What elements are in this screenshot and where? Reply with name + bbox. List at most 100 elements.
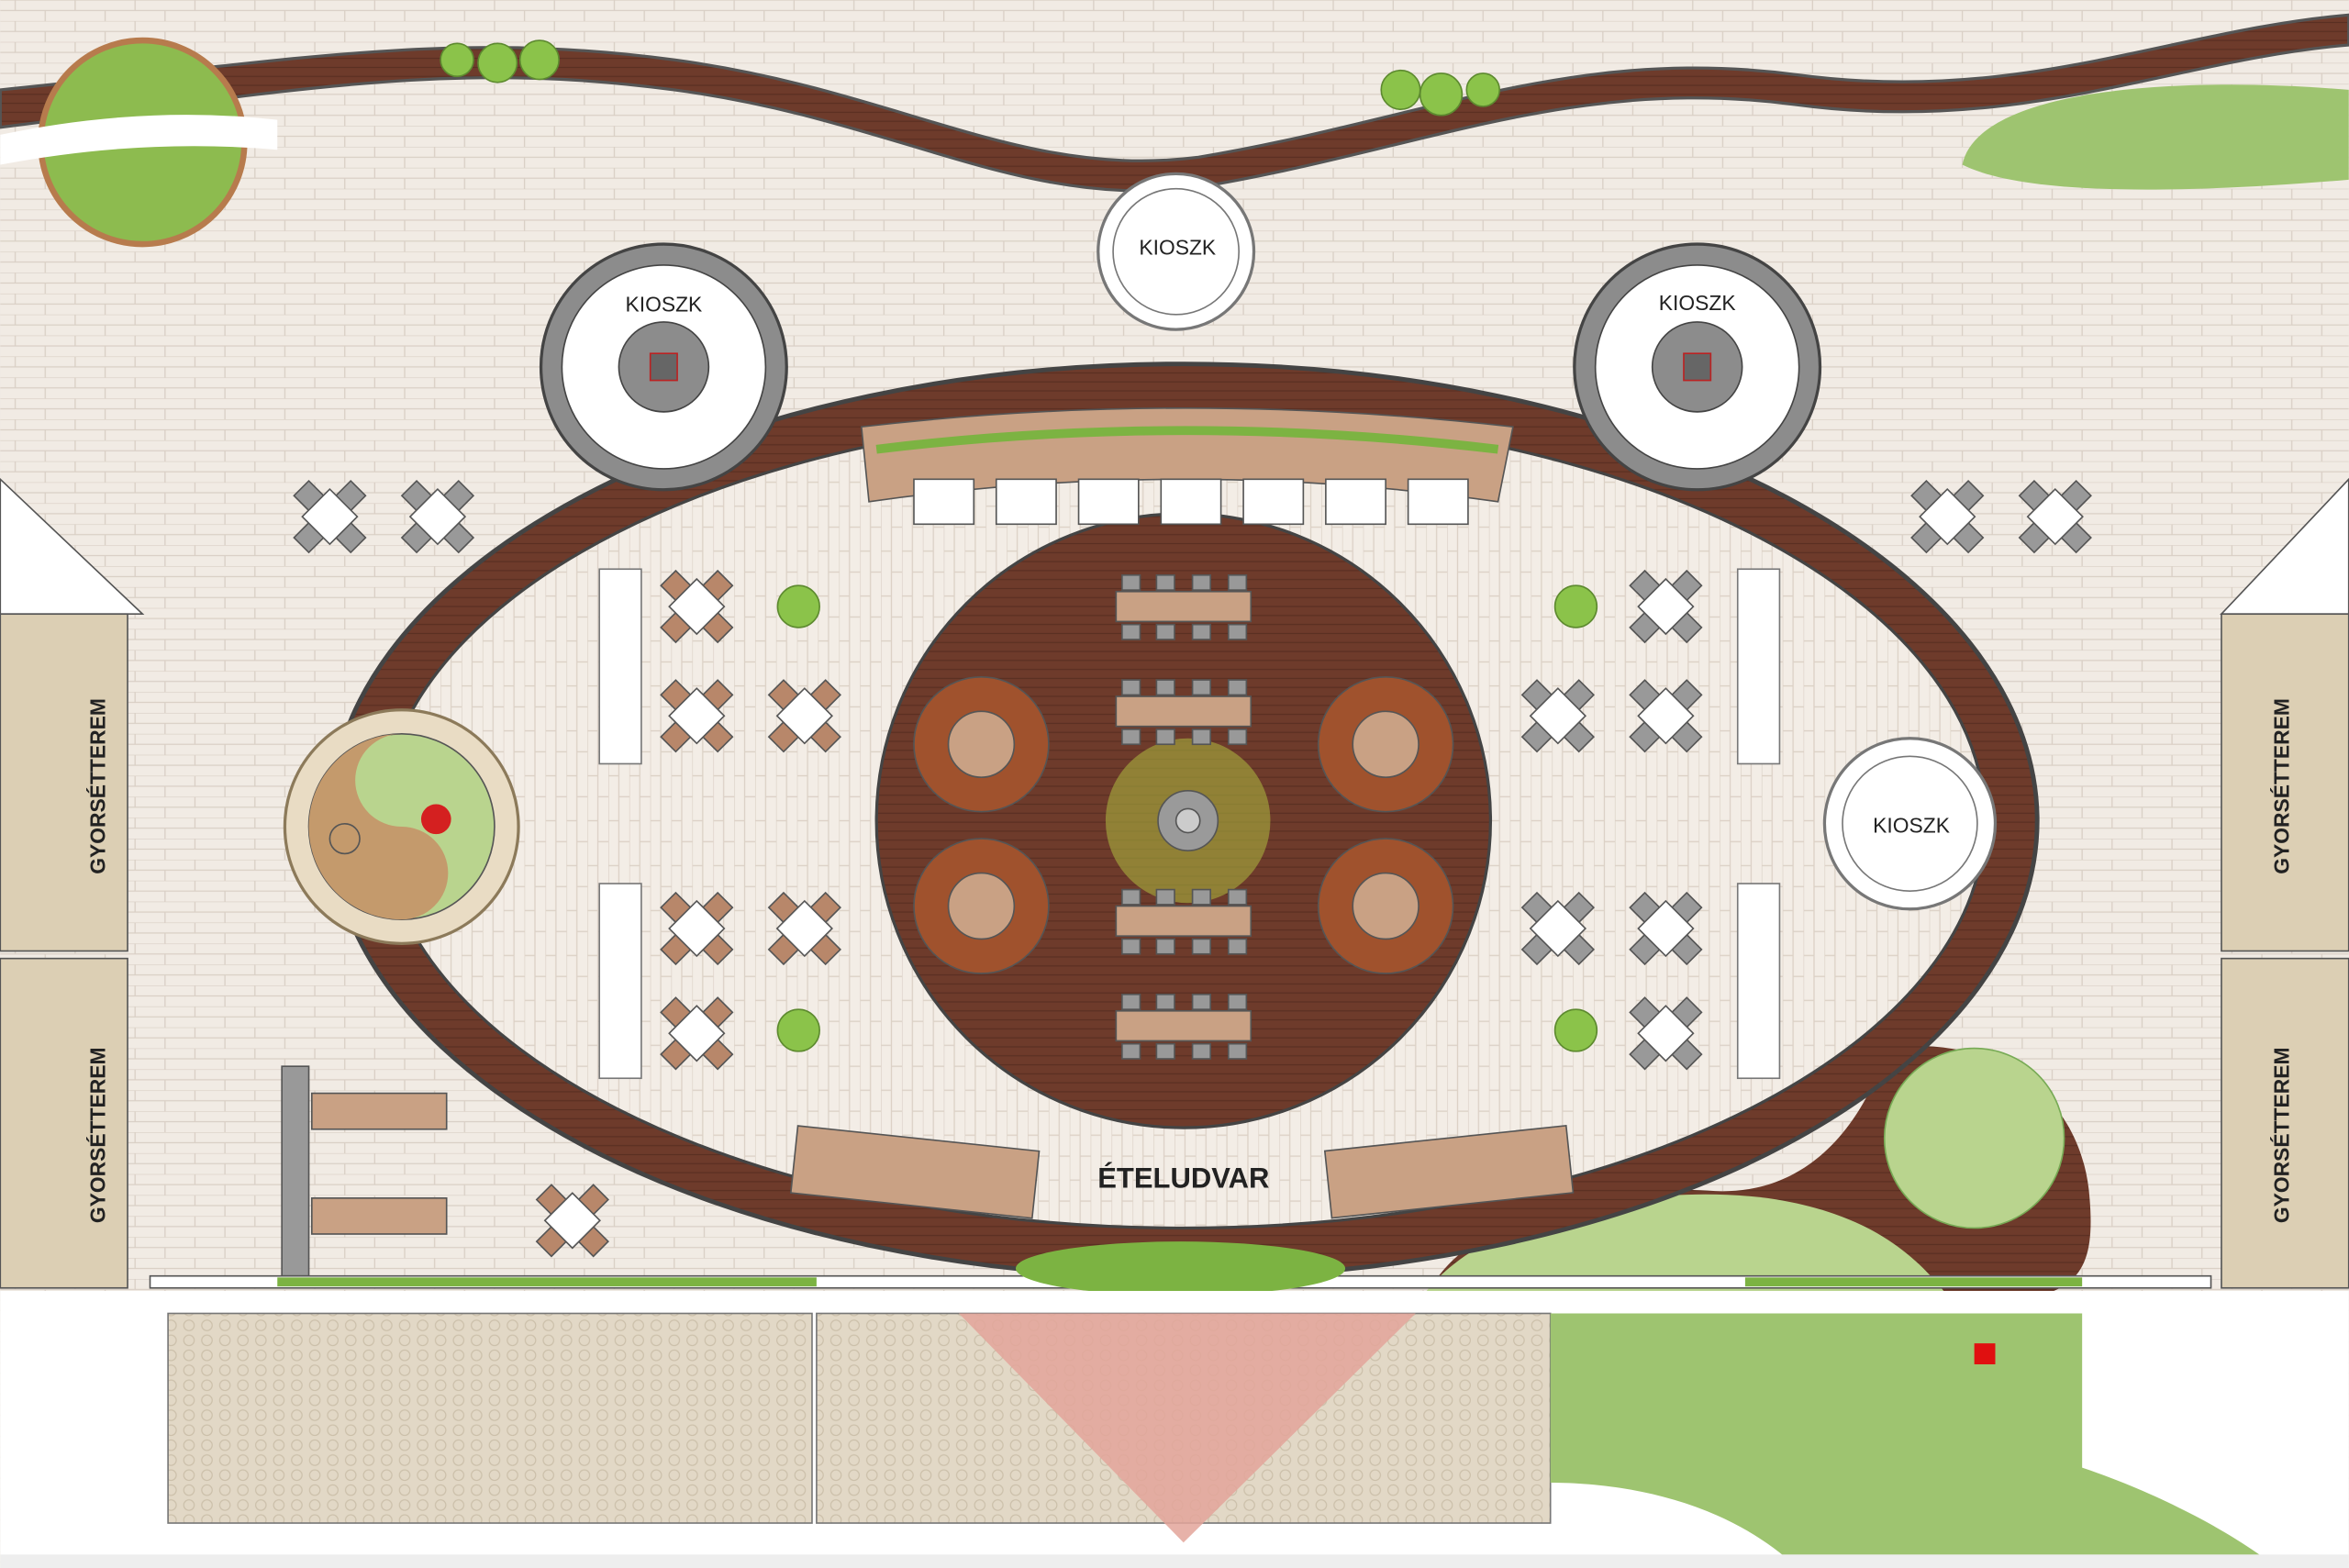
chair	[1191, 994, 1211, 1010]
long-table	[310, 1092, 448, 1130]
chair	[1227, 728, 1248, 746]
chair	[1121, 938, 1141, 955]
building-left	[0, 477, 145, 1289]
chair	[1227, 938, 1248, 955]
chair	[1227, 994, 1248, 1010]
chair	[1155, 994, 1175, 1010]
shrub	[776, 584, 820, 628]
kiosk-left	[539, 242, 788, 492]
restaurant-label: GYORSÉTTEREM	[86, 698, 110, 874]
garden-top-right	[1962, 84, 2349, 190]
chair	[1191, 623, 1211, 640]
bench	[598, 568, 642, 765]
lawn-circle	[1883, 1047, 2065, 1229]
chair	[1121, 623, 1141, 640]
long-table	[1115, 695, 1252, 728]
table-square	[668, 687, 726, 745]
booth-table	[1352, 710, 1419, 778]
bar-seat	[995, 478, 1057, 526]
long-table	[310, 1197, 448, 1235]
table-square	[2026, 487, 2084, 546]
bar-seat	[913, 478, 975, 526]
yin-yang-garden	[283, 708, 520, 945]
kiosk-oval-right	[1822, 737, 1998, 911]
food-court-label: ÉTELUDVAR	[1097, 1162, 1269, 1194]
chair	[1227, 573, 1248, 591]
kiosk-label: KIOSZK	[1873, 814, 1950, 838]
chair	[1121, 888, 1141, 906]
long-table	[1115, 905, 1252, 937]
table-square	[1637, 577, 1695, 636]
counter-left	[789, 1125, 1041, 1219]
bench	[1736, 568, 1781, 765]
chair	[1121, 573, 1141, 591]
shrubs	[440, 39, 1501, 117]
bench	[1736, 883, 1781, 1080]
kiosk-label: KIOSZK	[1139, 235, 1216, 259]
table-square	[668, 899, 726, 958]
chair	[1227, 623, 1248, 640]
bar-seat	[1407, 478, 1469, 526]
bar-seat	[1160, 478, 1222, 526]
booth-table	[1352, 872, 1419, 940]
table-square	[1919, 487, 1976, 546]
terrace-left	[167, 1312, 813, 1524]
chair	[1155, 1042, 1175, 1060]
kiosk-label: KIOSZK	[1659, 291, 1736, 315]
entrance-planting	[1015, 1241, 1346, 1296]
table-square	[1637, 899, 1695, 958]
table-square	[1529, 899, 1587, 958]
building-right	[2220, 477, 2349, 1289]
table-square	[301, 487, 359, 546]
chair	[1155, 679, 1175, 696]
counter-strip	[281, 1065, 310, 1277]
shrub	[1553, 584, 1598, 628]
table-square	[1637, 1005, 1695, 1062]
chair	[1191, 573, 1211, 591]
chair	[1191, 1042, 1211, 1060]
chair	[1191, 888, 1211, 906]
table-square	[775, 899, 833, 958]
chair	[1155, 938, 1175, 955]
kiosk-right	[1573, 242, 1822, 492]
chair	[1155, 623, 1175, 640]
chair	[1121, 1042, 1141, 1060]
kiosk-top	[1097, 172, 1256, 331]
entrance-canopy	[958, 1313, 1416, 1543]
shrub	[1553, 1008, 1598, 1052]
bar-seat	[1325, 478, 1386, 526]
chair	[1227, 888, 1248, 906]
table-square	[668, 1005, 726, 1062]
counter-right	[1323, 1124, 1575, 1219]
chair	[1121, 728, 1141, 746]
bar-seat	[1242, 478, 1305, 526]
table-square	[668, 577, 726, 636]
kiosk-label: KIOSZK	[626, 293, 703, 317]
chair	[1191, 679, 1211, 696]
table-square	[543, 1192, 601, 1250]
restaurant-label: GYORSÉTTEREM	[86, 1047, 110, 1223]
bar-seat	[1077, 478, 1140, 526]
table-square	[408, 487, 467, 546]
bench	[598, 883, 642, 1080]
booth-table	[947, 872, 1016, 940]
chair	[1191, 938, 1211, 955]
table-square	[775, 687, 833, 745]
chair	[1121, 994, 1141, 1010]
table-square	[1637, 687, 1695, 745]
booth-table	[947, 710, 1016, 778]
chair	[1155, 888, 1175, 906]
long-table	[1115, 1009, 1252, 1042]
chair	[1227, 679, 1248, 696]
white-walkway	[0, 115, 278, 165]
restaurant-label: GYORSÉTTEREM	[2269, 698, 2293, 874]
shrub	[776, 1008, 820, 1052]
long-table	[1115, 590, 1252, 623]
chair	[1121, 679, 1141, 696]
table-square	[1529, 687, 1587, 745]
chair	[1155, 573, 1175, 591]
restaurant-label: GYORSÉTTEREM	[2269, 1047, 2293, 1223]
chair	[1155, 728, 1175, 746]
garden-bottom-right	[1550, 1313, 2277, 1568]
